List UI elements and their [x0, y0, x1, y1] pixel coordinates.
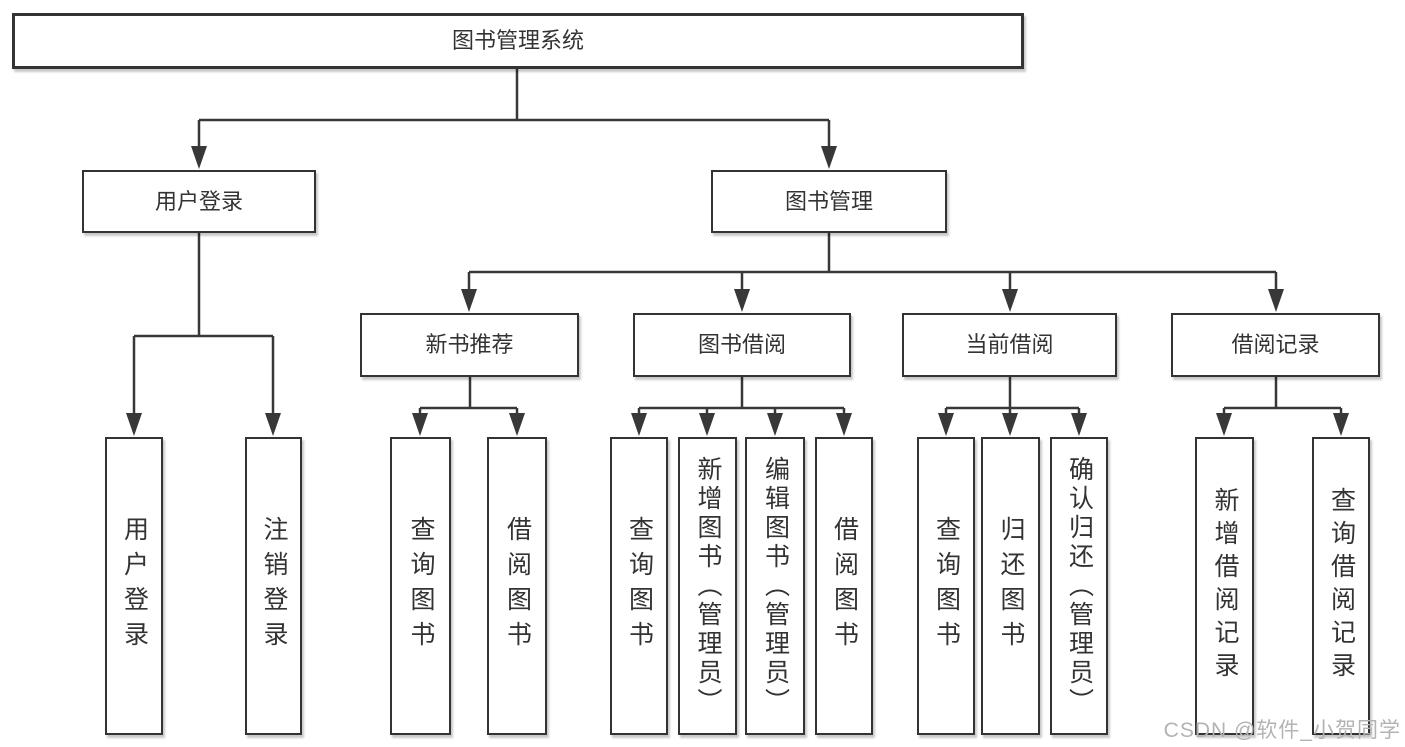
connector-strokes	[132, 69, 1343, 415]
node-book-management: 图书管理	[711, 170, 947, 233]
leaf-return-books: 归还图书	[981, 437, 1040, 735]
node-book-borrow: 图书借阅	[633, 313, 851, 377]
node-user-login: 用户登录	[82, 170, 316, 233]
leaf-add-books-admin: 新增图书（管理员）	[678, 437, 737, 735]
leaf-confirm-return-admin: 确认归还（管理员）	[1050, 437, 1108, 735]
leaf-user-login: 用户登录	[105, 437, 163, 735]
leaf-logout: 注销登录	[245, 437, 302, 735]
node-current-borrow: 当前借阅	[902, 313, 1117, 377]
node-borrow-records: 借阅记录	[1171, 313, 1380, 377]
leaf-edit-books-admin: 编辑图书（管理员）	[745, 437, 805, 735]
leaf-borrow-books: 借阅图书	[815, 437, 873, 735]
leaf-query-books-current: 查询图书	[917, 437, 975, 735]
leaf-borrow-books-recommend: 借阅图书	[487, 437, 547, 735]
node-library-management-system: 图书管理系统	[12, 13, 1024, 69]
leaf-add-borrow-record: 新增借阅记录	[1195, 437, 1254, 735]
leaf-query-borrow-record: 查询借阅记录	[1312, 437, 1370, 735]
node-new-book-recommend: 新书推荐	[360, 313, 579, 377]
csdn-watermark: CSDN @软件_小贺同学	[1163, 719, 1401, 742]
leaf-query-books-recommend: 查询图书	[390, 437, 451, 735]
leaf-query-books-borrow: 查询图书	[610, 437, 668, 735]
arrowheads	[126, 146, 1349, 436]
